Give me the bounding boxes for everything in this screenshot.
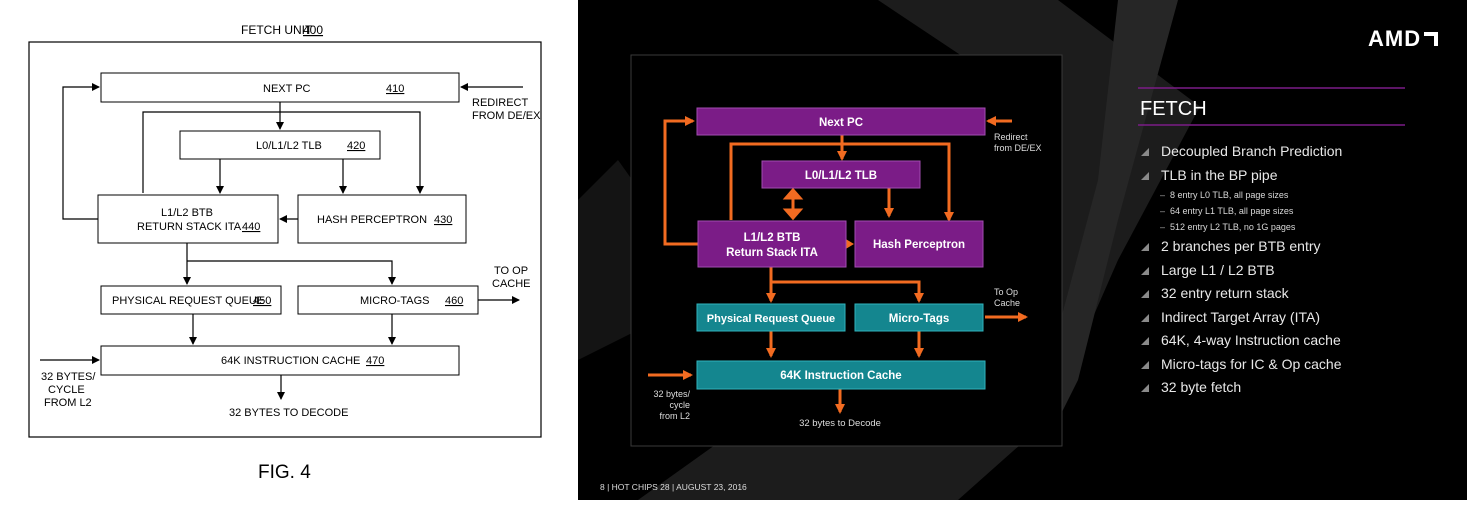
tlb-block (761, 160, 921, 189)
bytes-in-line1: 32 bytes/ (653, 389, 690, 399)
btb-feedback-arrow (62, 83, 100, 220)
to-op-cache-line1: TO OP (494, 265, 528, 277)
bytes-in-line2: CYCLE (48, 384, 85, 396)
bullet-item: 64K, 4-way Instruction cache (1140, 329, 1460, 353)
to-op-cache-line1: To Op (994, 287, 1018, 297)
bullet-item: Indirect Target Array (ITA) (1140, 306, 1460, 330)
fetch-unit-border (28, 41, 542, 438)
next-pc-block (100, 72, 460, 103)
bytes-to-decode-label: 32 bytes to Decode (799, 418, 881, 429)
btb-block (697, 220, 847, 268)
redirect-label-line1: Redirect (994, 132, 1028, 142)
physical-request-queue-block (696, 303, 846, 332)
next-pc-label: Next PC (819, 117, 863, 129)
bullet-item: Large L1 / L2 BTB (1140, 259, 1460, 283)
bullet-item: 32 byte fetch (1140, 376, 1460, 400)
slide-footer: 8 | HOT CHIPS 28 | AUGUST 23, 2016 (600, 482, 747, 492)
physical-request-queue-block (100, 285, 282, 315)
hash-perceptron-block (854, 220, 984, 268)
btb-label-line1: L1/L2 BTB (744, 232, 801, 244)
amd-arrow-icon (1424, 32, 1439, 46)
hash-perceptron-label: HASH PERCEPTRON (317, 214, 427, 226)
micro-tags-ref: 460 (445, 295, 463, 307)
micro-tags-label: MICRO-TAGS (360, 295, 429, 307)
hash-perceptron-block (297, 194, 467, 244)
instruction-cache-block (696, 360, 986, 390)
bullet-item: 2 branches per BTB entry (1140, 235, 1460, 259)
sub-bullet-item: 64 entry L1 TLB, all page sizes (1140, 203, 1460, 219)
next-pc-ref: 410 (386, 83, 404, 95)
tlb-label: L0/L1/L2 TLB (805, 170, 877, 182)
redirect-label-line1: REDIRECT (472, 97, 529, 109)
bytes-in-line2: cycle (669, 400, 690, 410)
prq-label: PHYSICAL REQUEST QUEUE (112, 295, 264, 307)
amd-slide-panel: Next PC L0/L1/L2 TLB L1/L2 BTB Return St… (578, 0, 1467, 500)
hash-perceptron-label: Hash Perceptron (873, 239, 965, 251)
patent-figure-panel: FETCH UNIT 400 NEXT PC 410 L0/L1/L2 TLB … (0, 0, 578, 500)
to-op-cache-line2: Cache (994, 298, 1020, 308)
to-op-cache-line2: CACHE (492, 278, 531, 290)
btb-block (97, 194, 279, 244)
bytes-in-line3: from L2 (659, 411, 690, 421)
sub-bullet-item: 8 entry L0 TLB, all page sizes (1140, 187, 1460, 203)
figure-caption: FIG. 4 (258, 462, 311, 483)
micro-tags-block (297, 285, 479, 315)
btb-to-microtags-arrow (187, 260, 396, 285)
bullet-item: Decoupled Branch Prediction (1140, 140, 1460, 164)
bytes-in-line1: 32 BYTES/ (41, 371, 96, 383)
btb-ref: 440 (242, 221, 260, 233)
icache-label: 64K INSTRUCTION CACHE (221, 355, 360, 367)
bullet-item: Micro-tags for IC & Op cache (1140, 353, 1460, 377)
icache-ref: 470 (366, 355, 384, 367)
redirect-label-line2: FROM DE/EX (472, 110, 541, 122)
bullet-list: Decoupled Branch Prediction TLB in the B… (1140, 140, 1460, 400)
prq-ref: 450 (253, 295, 271, 307)
prq-label: Physical Request Queue (707, 313, 835, 325)
bullet-item: 32 entry return stack (1140, 282, 1460, 306)
micro-tags-label: Micro-Tags (889, 313, 950, 325)
btb-label-line2: RETURN STACK ITA (137, 221, 242, 233)
bytes-to-decode-label: 32 BYTES TO DECODE (229, 407, 348, 419)
next-pc-label: NEXT PC (263, 83, 311, 95)
slide-title: FETCH (1140, 98, 1207, 120)
tlb-label: L0/L1/L2 TLB (256, 140, 322, 152)
sub-bullet-item: 512 entry L2 TLB, no 1G pages (1140, 219, 1460, 235)
btb-feedback-arrow (663, 116, 698, 246)
patent-diagram: FETCH UNIT 400 NEXT PC 410 L0/L1/L2 TLB … (28, 23, 542, 483)
hash-perceptron-ref: 430 (434, 214, 452, 226)
redirect-label-line2: from DE/EX (994, 143, 1042, 153)
bytes-in-line3: FROM L2 (44, 397, 92, 409)
btb-label-line2: Return Stack ITA (726, 247, 818, 259)
fetch-unit-ref: 400 (303, 23, 323, 37)
fetch-unit-title: FETCH UNIT (241, 23, 313, 37)
btb-label-line1: L1/L2 BTB (161, 207, 213, 219)
nextpc-bus (142, 111, 424, 194)
bullet-item: TLB in the BP pipe (1140, 164, 1460, 188)
icache-label: 64K Instruction Cache (780, 370, 901, 382)
tlb-block (179, 130, 381, 160)
micro-tags-block (854, 303, 984, 332)
nextpc-bus (729, 142, 954, 222)
tlb-ref: 420 (347, 140, 365, 152)
instruction-cache-block (100, 345, 460, 376)
amd-logo: AMD (1368, 26, 1439, 52)
btb-to-microtags-arrow (771, 280, 924, 303)
next-pc-block (696, 107, 986, 136)
slide-diagram: Next PC L0/L1/L2 TLB L1/L2 BTB Return St… (630, 54, 1405, 447)
